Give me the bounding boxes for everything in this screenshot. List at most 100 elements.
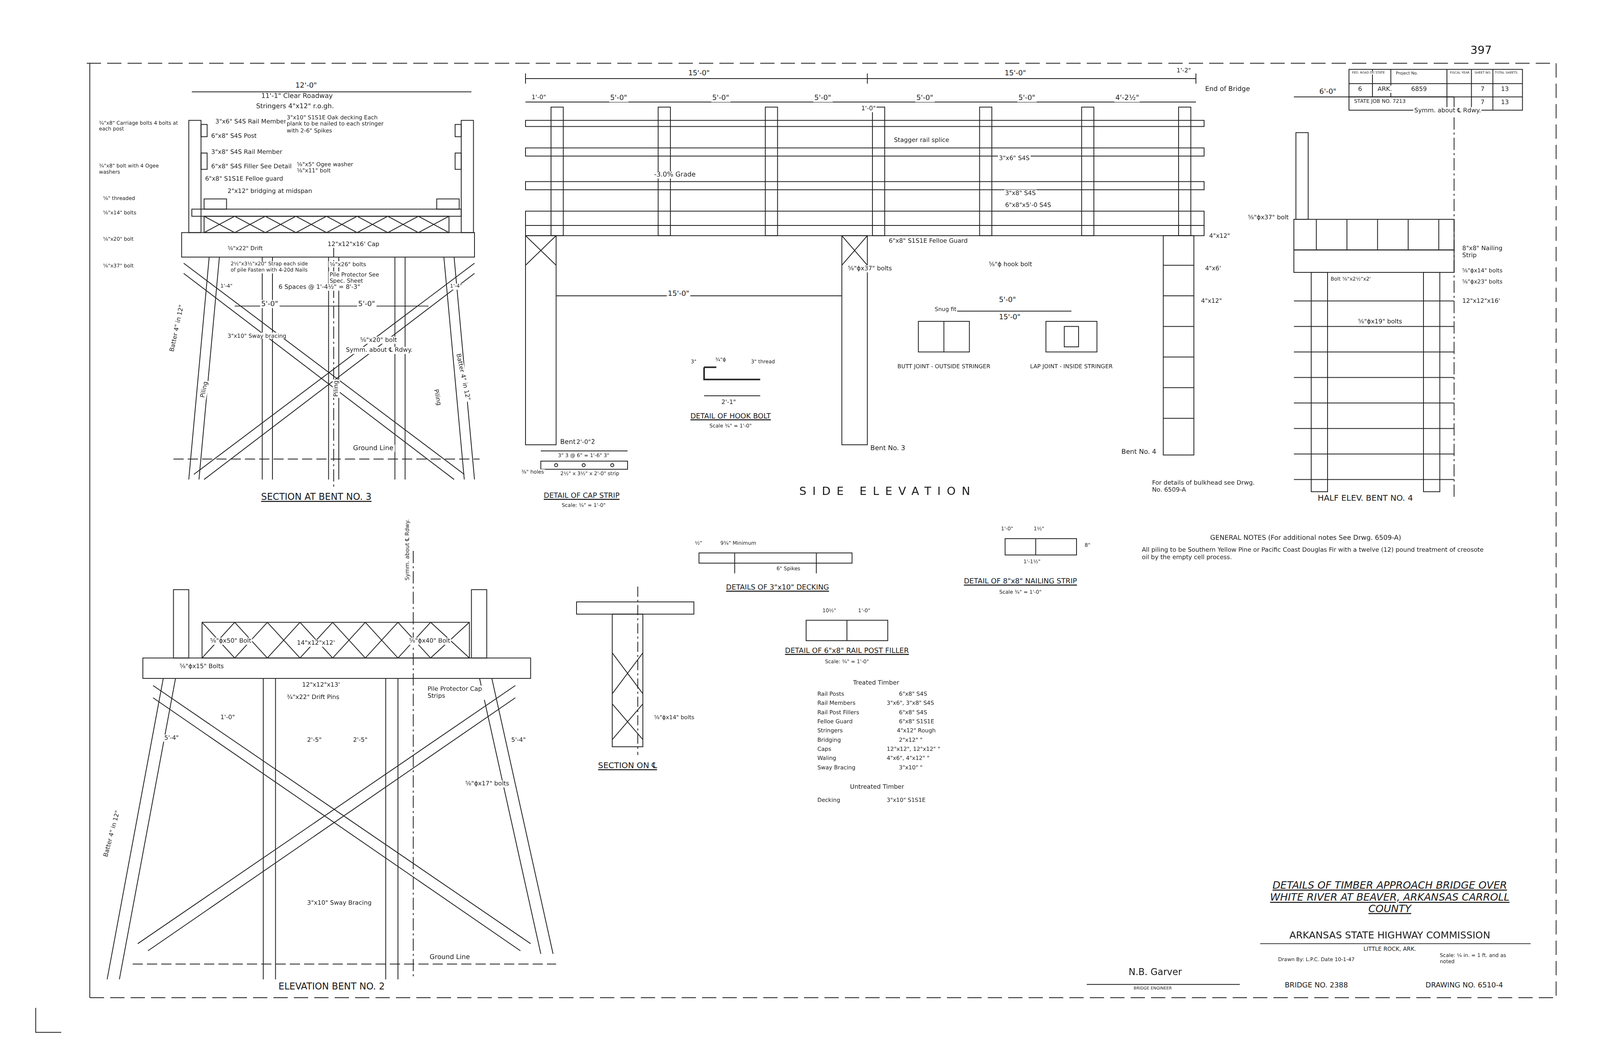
note-text: Bridging (816, 736, 842, 744)
note-text: BRIDGE ENGINEER (1132, 986, 1173, 992)
note-text: ⅝"ɸx40" Bolt (408, 637, 452, 645)
dimension-text: 5'-0" (357, 300, 377, 309)
note-text: LAP JOINT - INSIDE STRINGER (1029, 363, 1114, 370)
note-text: 4"x6' (1204, 265, 1223, 273)
note-text: 6" Spikes (775, 566, 802, 573)
dimension-text: 2'-0" (575, 438, 592, 446)
note-text: SECTION ON ℄ (597, 761, 659, 771)
note-text: 3"x10" S1S1E Oak decking Each plank to b… (285, 114, 390, 134)
dimension-text: 5'-4" (163, 734, 180, 742)
dimension-text: 5'-0" (997, 295, 1017, 305)
note-text: 3"x6" S4S (997, 155, 1031, 163)
dimension-text: 8" (1083, 542, 1092, 549)
note-text: SIDE ELEVATION (798, 485, 978, 499)
dimension-text: 13 (1500, 99, 1510, 107)
note-text: 6"x8" S1S1E Felloe guard (204, 175, 285, 183)
note-text: Stagger rail splice (893, 136, 951, 144)
note-text: Scale: ¼ in. = 1 ft. and as noted (1438, 953, 1513, 966)
note-text: 11'-1" Clear Roadway (260, 93, 334, 101)
note-text: 3" 3 @ 6" = 1'-6" 3" (557, 453, 611, 459)
note-text: ⅝"x22" Drift (226, 244, 264, 252)
note-text: Pile Protector See Spec. Sheet (328, 271, 392, 285)
note-text: 4"x12" Rough (895, 727, 937, 735)
note-text: Scale ¾" = 1'-0" (998, 589, 1043, 596)
note-text: Untreated Timber (848, 783, 905, 791)
note-text: 4"x6", 4"x12" " (885, 755, 931, 762)
dimension-text: 13 (1500, 85, 1510, 93)
note-text: Bolt ⅝"x2½"x2' (1329, 276, 1373, 283)
note-text: Drawn By: L.P.C. Date 10-1-47 (1276, 957, 1356, 963)
note-text: DETAIL OF 8"x8" NAILING STRIP (962, 577, 1079, 586)
note-text: ⅝"ɸx19" bolts (1357, 318, 1404, 326)
dimension-text: 5'-0" (813, 93, 833, 103)
note-text: 3" thread (750, 359, 777, 366)
dimension-text: 15'-0" (687, 69, 711, 78)
note-text: Stringers 4"x12" r.o.gh. (255, 102, 335, 111)
note-text: 8"x8" Nailing Strip (1461, 244, 1510, 259)
dimension-text: 12'-0" (294, 81, 318, 90)
note-text: STATE (1374, 71, 1386, 76)
note-text: 12"x12"x13' (300, 681, 341, 689)
dimension-text: 1'-4" (219, 283, 234, 290)
note-text: Waling (816, 755, 838, 762)
note-text: Symm. about ℄ Rdwy. (404, 518, 411, 582)
note-text: ¾"x8" bolt with 4 Ogee washers (97, 163, 182, 176)
note-text: ⅝"x37" bolt (102, 263, 135, 270)
dimension-text: 5'-0" (915, 93, 935, 103)
dimension-text: 4'-2½" (1114, 93, 1141, 103)
note-text: DETAIL OF CAP STRIP (542, 491, 621, 500)
note-text: Piling (432, 387, 443, 407)
note-text: SHEET NO. (1473, 71, 1493, 76)
note-text: 3"x6" S4S Rail Member (214, 118, 288, 126)
note-text: ⅝"ɸx37" bolt (1246, 214, 1290, 222)
dimension-text: 5'-0" (609, 93, 628, 103)
note-text: 14"x12"x12' (295, 639, 336, 647)
dimension-text: 1'-1½" (1022, 559, 1042, 566)
note-text: BUTT JOINT - OUTSIDE STRINGER (896, 363, 991, 370)
note-text: Piling (332, 379, 340, 398)
note-text: ⅜" holes (520, 469, 546, 476)
note-text: SECTION AT BENT NO. 3 (260, 491, 373, 503)
note-text: Caps (816, 746, 833, 753)
note-text: ¾"x22" Drift Pins (285, 693, 341, 701)
dimension-text: 2'-1" (720, 399, 738, 407)
note-text: ⅝"x26" bolts (328, 261, 368, 268)
note-text: STATE JOB NO. 7213 (1353, 99, 1407, 105)
dimension-text: 15'-0" (997, 313, 1022, 322)
dimension-text: 397 (1469, 44, 1494, 58)
note-text: Rail Members (816, 700, 857, 707)
note-text: Sway Bracing (816, 764, 857, 771)
note-text: 6"x8"x5'-0 S4S (1004, 202, 1053, 210)
note-text: ¾"ɸ (714, 357, 728, 363)
note-text: LITTLE ROCK, ARK. (1362, 946, 1418, 953)
note-text: 12"x12", 12"x12" " (885, 746, 942, 753)
note-text: HALF ELEV. BENT NO. 4 (1316, 493, 1414, 504)
note-text: Batter 4" in 12" (168, 303, 186, 354)
note-text: 3"x10" S1S1E (885, 797, 927, 804)
dimension-text: 5'-0" (260, 300, 280, 309)
note-text: 4"x12" (1208, 232, 1232, 240)
note-text: ARKANSAS STATE HIGHWAY COMMISSION (1288, 930, 1492, 942)
note-text: Ground Line (351, 444, 395, 453)
dimension-text: 3" (689, 359, 698, 366)
dimension-text: 15'-0" (666, 289, 691, 298)
note-text: 3"x10" " (897, 764, 924, 771)
dimension-text: 7 (1479, 85, 1486, 93)
note-text: 6"x8" S4S Post (210, 132, 258, 140)
note-text: DRAWING NO. 6510-4 (1424, 981, 1505, 990)
note-text: ARK. (1376, 85, 1394, 93)
note-text: Rail Post Fillers (816, 709, 861, 716)
note-text: For details of bulkhead see Drwg. No. 65… (1151, 479, 1266, 494)
dimension-text: 1'-0" (857, 608, 872, 614)
note-text: 2"x12" bridging at midspan (226, 187, 313, 195)
note-text: 2½" x 3½" x 2'-0" strip (559, 471, 621, 478)
note-text: Ground Line (428, 953, 471, 962)
note-text: Bent No. 3 (869, 444, 907, 453)
dimension-text: 1'-2" (1175, 67, 1192, 75)
note-text: 6"x8" S4S Filler See Detail (210, 163, 293, 171)
note-text: 12"x12"x16' (1461, 297, 1502, 305)
note-text: -3.0% Grade (653, 171, 697, 180)
dimension-text: 1'-4" (448, 283, 463, 290)
note-text: ⅝"ɸx37" bolts (846, 265, 894, 273)
dimension-text: 10½" (821, 608, 838, 614)
